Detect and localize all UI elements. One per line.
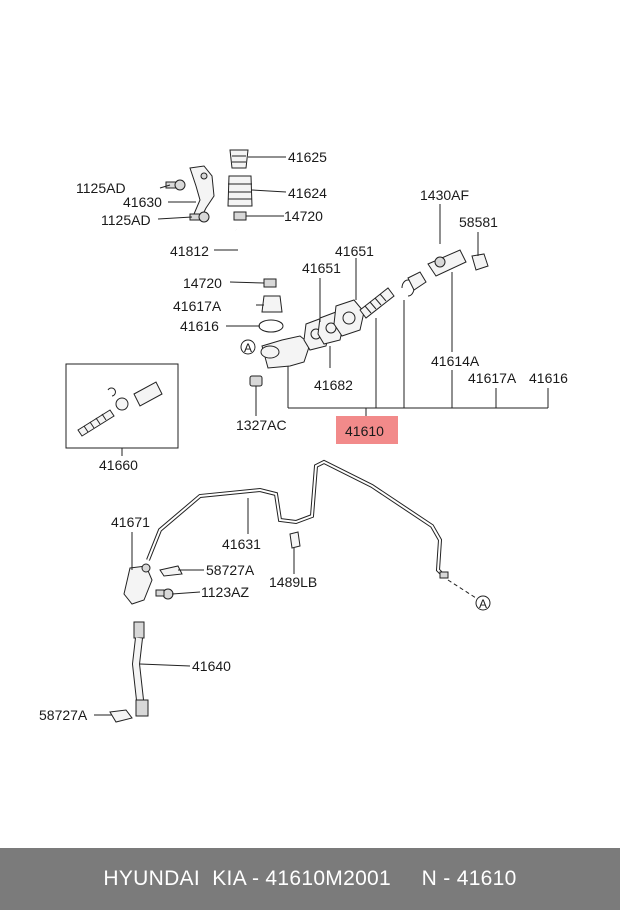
label-41671: 41671 [111,514,150,530]
label-58581: 58581 [459,214,498,230]
bolt-part [165,179,210,223]
label-41651-right: 41651 [335,243,374,259]
seal-ring-part [258,319,284,333]
label-41630: 41630 [123,194,162,210]
label-1125ad-lower: 1125AD [101,212,151,228]
push-rod-part [427,249,467,277]
clip-lb-part [289,531,301,549]
label-41625: 41625 [288,149,327,165]
label-58727a-upper: 58727A [206,562,255,578]
label-1327ac: 1327AC [236,417,287,433]
label-14720-upper: 14720 [284,208,323,224]
reference-a-lower: A [475,595,491,611]
svg-text:A: A [479,597,487,611]
repair-kit-box [65,363,179,449]
clip-lower-part [109,709,133,723]
boot-part [407,271,427,291]
reference-a-upper: A [240,339,256,355]
label-1489lb: 1489LB [269,574,317,590]
label-41610: 41610 [345,423,384,439]
label-41660: 41660 [99,457,138,473]
clutch-hose-part [131,621,149,717]
label-41631: 41631 [222,536,261,552]
label-14720-lower: 14720 [183,275,222,291]
label-41651-left: 41651 [302,260,341,276]
fitting-part [261,295,283,313]
gasket-plate-part [333,299,365,337]
label-41640: 41640 [192,658,231,674]
clevis-part [471,253,489,271]
hose-clamp-lower-part [263,278,277,288]
highlight-41610 [336,416,398,444]
plug-part [249,375,263,387]
label-41616-right: 41616 [529,370,568,386]
label-41614a: 41614A [431,353,480,369]
label-41616-left: 41616 [180,318,219,334]
piston-spring-part [359,287,395,319]
hose-bracket-part [123,563,153,605]
part-number-footer: HYUNDAI KIA - 41610M2001 N - 41610 [0,848,620,910]
label-41617a-left: 41617A [173,298,222,314]
hose-clamp-part [233,211,247,221]
bolt-az-part [155,588,174,600]
label-1430af: 1430AF [420,187,469,203]
clutch-tube-part [146,459,449,579]
reservoir-body-part [227,175,253,207]
svg-text:A: A [244,341,252,355]
label-1123az: 1123AZ [201,584,249,600]
part-labels: 41625 1125AD 41624 41630 14720 1125AD 14… [39,149,568,723]
reservoir-hose-part [234,229,270,277]
label-58727a-lower: 58727A [39,707,88,723]
label-41624: 41624 [288,185,327,201]
label-41617a-right: 41617A [468,370,517,386]
reservoir-cap-part [229,149,249,169]
label-41812: 41812 [170,243,209,259]
master-cylinder-body-part [260,335,311,369]
footer-text: HYUNDAI KIA - 41610M2001 N - 41610 [103,867,517,890]
label-41682: 41682 [314,377,353,393]
label-1125ad-upper: 1125AD [76,180,126,196]
clip-part [159,565,183,577]
leader-lines [94,156,549,716]
parts-diagram: A A 41625 1125AD 41624 41630 14720 1125A… [39,149,568,723]
